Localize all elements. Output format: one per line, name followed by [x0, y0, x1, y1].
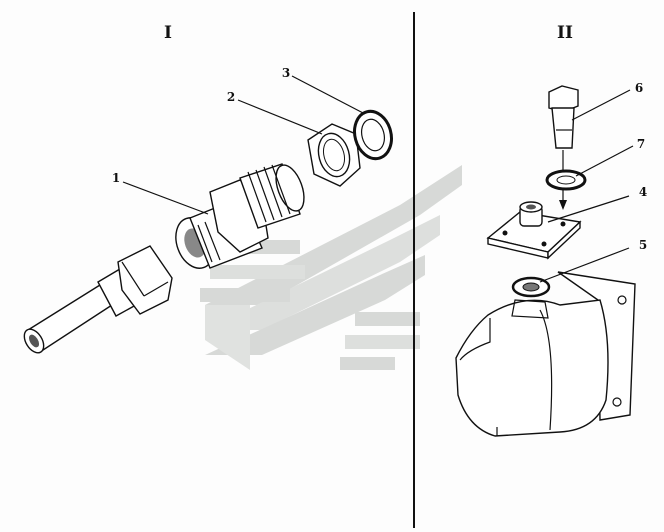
- threaded-union: [175, 163, 305, 269]
- pump-housing: [455, 271, 636, 437]
- callout-5: 5: [639, 238, 647, 252]
- leader-lines: [122, 75, 634, 283]
- gasket-ring: [511, 276, 551, 298]
- callout-6: 6: [635, 81, 643, 95]
- callout-3: 3: [282, 66, 290, 80]
- tube-fitting: [23, 245, 173, 354]
- hex-nut: [307, 123, 361, 187]
- section-label-left: I: [164, 23, 172, 43]
- callout-1: 1: [112, 171, 120, 185]
- callout-4: 4: [639, 185, 647, 199]
- bolt: [548, 85, 579, 210]
- spring-washer: [545, 169, 587, 191]
- callout-2: 2: [227, 90, 235, 104]
- section-label-right: II: [557, 23, 573, 43]
- watermark-logo: [200, 165, 462, 370]
- flange-plate: [486, 201, 582, 260]
- callout-7: 7: [637, 137, 645, 151]
- washer-ring: [353, 109, 393, 161]
